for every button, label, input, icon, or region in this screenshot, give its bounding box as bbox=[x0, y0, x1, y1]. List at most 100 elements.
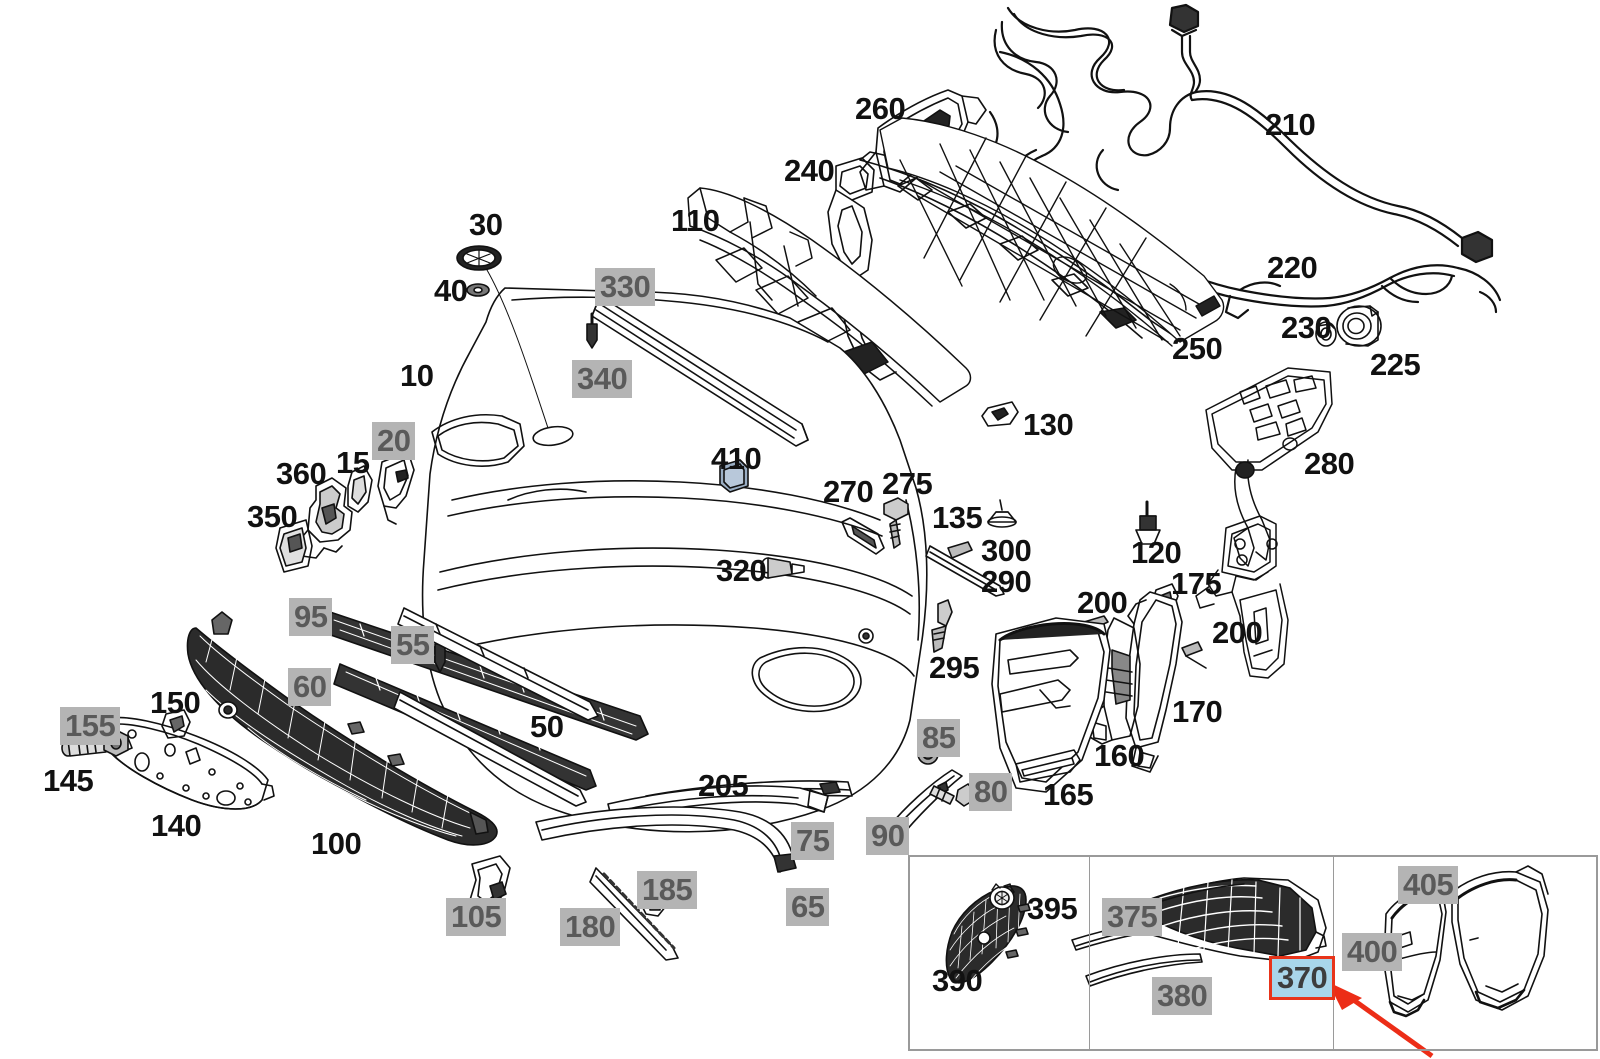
callout-60-main: 60 bbox=[288, 668, 332, 706]
inset-cell-1 bbox=[908, 855, 1090, 1051]
callout-375-inset: 375 bbox=[1102, 898, 1163, 936]
callout-75-main: 75 bbox=[791, 822, 835, 860]
inset-part-395-emblem bbox=[989, 883, 1015, 910]
callout-300-main: 300 bbox=[981, 533, 1032, 568]
callout-120-main: 120 bbox=[1131, 535, 1182, 570]
callout-130-main: 130 bbox=[1023, 407, 1074, 442]
part-320-screw bbox=[760, 557, 805, 579]
callout-110-main: 110 bbox=[671, 203, 720, 238]
part-350-module bbox=[275, 519, 313, 573]
callout-10-main: 10 bbox=[400, 358, 434, 393]
callout-240-main: 240 bbox=[784, 153, 835, 188]
callout-410-main: 410 bbox=[711, 441, 762, 476]
part-200b-clip bbox=[1181, 641, 1207, 669]
callout-80-main: 80 bbox=[969, 773, 1013, 811]
callout-135-main: 135 bbox=[932, 500, 983, 535]
callout-200-main: 200 bbox=[1077, 585, 1128, 620]
callout-170-main: 170 bbox=[1172, 694, 1223, 729]
callout-220-main: 220 bbox=[1267, 250, 1318, 285]
callout-165-main: 165 bbox=[1043, 777, 1094, 812]
callout-85-main: 85 bbox=[917, 719, 961, 757]
callout-330-main: 330 bbox=[595, 268, 656, 306]
callout-250-main: 250 bbox=[1172, 331, 1223, 366]
callout-40-main: 40 bbox=[434, 273, 468, 308]
callout-65-main: 65 bbox=[786, 888, 830, 926]
part-135-rivet bbox=[987, 499, 1017, 528]
callout-180-main: 180 bbox=[560, 908, 621, 946]
callout-185-main: 185 bbox=[637, 871, 698, 909]
part-360-clamp bbox=[297, 477, 353, 559]
callout-400-inset: 400 bbox=[1342, 933, 1403, 971]
callout-290-main: 290 bbox=[981, 564, 1032, 599]
part-170-bracket bbox=[1125, 591, 1183, 773]
callout-140-main: 140 bbox=[151, 808, 202, 843]
part-110-undershield bbox=[687, 187, 972, 407]
callout-295-main: 295 bbox=[929, 650, 980, 685]
part-165-liner bbox=[991, 617, 1111, 793]
callout-175-main: 175 bbox=[1171, 566, 1222, 601]
callout-395-inset: 395 bbox=[1027, 891, 1078, 926]
callout-320-main: 320 bbox=[716, 553, 767, 588]
callout-350-main: 350 bbox=[247, 499, 298, 534]
part-65-trim bbox=[535, 806, 797, 873]
callout-100-main: 100 bbox=[311, 826, 362, 861]
inset-cell-3 bbox=[1333, 855, 1598, 1051]
callout-225-main: 225 bbox=[1370, 347, 1421, 382]
part-30-emblem bbox=[456, 245, 502, 271]
part-300-clip bbox=[947, 541, 973, 559]
callout-95-main: 95 bbox=[289, 598, 333, 636]
part-410-sensor bbox=[719, 459, 749, 493]
callout-340-main: 340 bbox=[572, 360, 633, 398]
callout-260-main: 260 bbox=[855, 91, 906, 126]
callout-55-main: 55 bbox=[391, 626, 435, 664]
inset-part-380-strip bbox=[1085, 953, 1203, 987]
part-295-screw bbox=[931, 599, 953, 653]
part-290-strip bbox=[925, 545, 1005, 597]
part-20-bracket bbox=[377, 451, 415, 525]
part-40-washer bbox=[466, 283, 490, 297]
callout-50-main: 50 bbox=[530, 709, 564, 744]
part-180-strip bbox=[589, 867, 679, 961]
inset-cell-2 bbox=[1089, 855, 1334, 1051]
part-140-plate-holder bbox=[111, 716, 275, 810]
callout-390-inset: 390 bbox=[932, 963, 983, 998]
callout-270-main: 270 bbox=[823, 474, 874, 509]
part-130-clip bbox=[981, 401, 1019, 427]
part-330-trim-strip bbox=[591, 295, 809, 447]
callout-15-main: 15 bbox=[336, 445, 370, 480]
callout-160-main: 160 bbox=[1094, 738, 1145, 773]
callout-20-main: 20 bbox=[372, 422, 416, 460]
callout-370-inset[interactable]: 370 bbox=[1269, 956, 1336, 1000]
part-120-rivet bbox=[1135, 500, 1161, 545]
part-270-clip bbox=[841, 517, 885, 555]
wiring-harness-210 bbox=[993, 3, 1494, 264]
inset-part-405-cover bbox=[1451, 865, 1549, 1011]
callout-275-main: 275 bbox=[882, 466, 933, 501]
callout-280-main: 280 bbox=[1304, 446, 1355, 481]
callout-210-main: 210 bbox=[1265, 107, 1316, 142]
part-340-rivet bbox=[586, 312, 598, 349]
callout-90-main: 90 bbox=[866, 817, 910, 855]
callout-405-inset: 405 bbox=[1398, 866, 1459, 904]
part-50b-strip bbox=[393, 691, 587, 807]
callout-105-main: 105 bbox=[446, 898, 507, 936]
callout-205-main: 205 bbox=[698, 768, 749, 803]
part-15-bracket bbox=[347, 465, 373, 513]
callout-145-main: 145 bbox=[43, 763, 94, 798]
callout-380-inset: 380 bbox=[1152, 977, 1213, 1015]
callout-155-main: 155 bbox=[60, 707, 121, 745]
part-50-strip bbox=[397, 607, 599, 721]
part-225-camera bbox=[1336, 305, 1382, 347]
callout-30-main: 30 bbox=[469, 207, 503, 242]
callout-200-main: 200 bbox=[1212, 615, 1263, 650]
part-230-grommet bbox=[1315, 321, 1337, 347]
part-80-bolt bbox=[929, 783, 975, 807]
part-250-grille-panel bbox=[879, 117, 1225, 347]
pointer-arrow-to-370 bbox=[1328, 982, 1434, 1059]
part-280-bracket bbox=[1195, 367, 1333, 679]
part-150-clip bbox=[161, 709, 191, 739]
callout-360-main: 360 bbox=[276, 456, 327, 491]
part-275-bolt bbox=[883, 497, 909, 549]
